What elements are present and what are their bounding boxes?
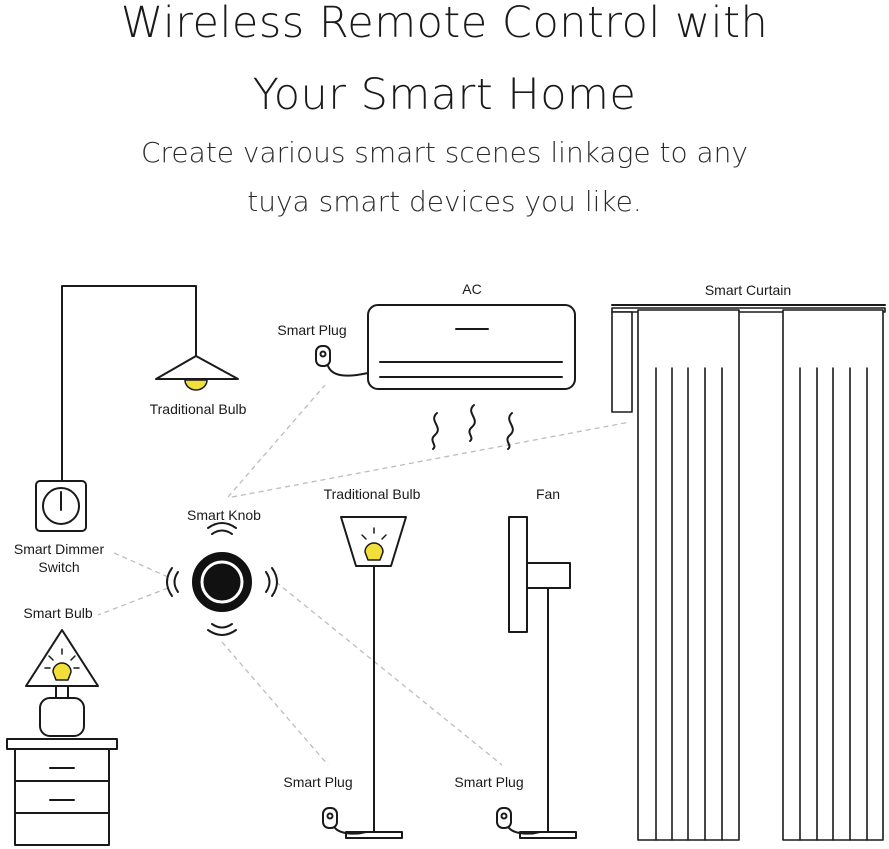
link-knob-plug-lamp — [221, 641, 329, 766]
label-smart-plug-lamp: Smart Plug — [283, 774, 353, 790]
label-traditional-bulb-pendant: Traditional Bulb — [149, 401, 247, 417]
label-smart-knob: Smart Knob — [187, 507, 261, 523]
signal-right-icon — [265, 567, 278, 597]
link-knob-dimmer — [111, 551, 169, 578]
ac-airflow-icon — [431, 412, 439, 450]
standing-fan — [496, 516, 577, 839]
page-subtitle-line-2: tuya smart devices you like. — [247, 185, 642, 218]
page-title-line-2: Your Smart Home — [252, 70, 637, 120]
page-subtitle-line-1: Create various smart scenes linkage to a… — [140, 136, 748, 169]
label-traditional-bulb-floor: Traditional Bulb — [323, 486, 421, 502]
curtain — [611, 304, 886, 841]
floor-lamp-bulb-icon — [364, 542, 384, 561]
link-knob-ac — [227, 384, 326, 498]
pendant-shade — [155, 355, 239, 380]
link-knob-bulb — [97, 587, 169, 616]
pendant-wire — [61, 285, 197, 481]
dimmer-switch-dial — [42, 487, 80, 525]
dimmer-switch-plate — [35, 480, 87, 532]
link-knob-plug-fan — [275, 581, 503, 766]
connection-lines — [97, 384, 631, 766]
label-smart-dimmer-switch-1: Smart Dimmer — [13, 541, 105, 557]
signal-left-icon — [166, 567, 179, 597]
label-ac: AC — [462, 281, 482, 297]
smart-knob-device — [166, 522, 278, 636]
pendant-bulb-icon — [184, 379, 208, 391]
table-lamp — [6, 629, 118, 846]
signal-bottom-icon — [207, 623, 237, 636]
ac-unit — [367, 304, 576, 390]
label-smart-plug-fan: Smart Plug — [454, 774, 524, 790]
floor-lamp — [322, 516, 407, 839]
label-smart-plug-ac: Smart Plug — [277, 322, 347, 338]
signal-top-icon — [207, 522, 237, 535]
smart-bulb-icon — [52, 662, 72, 681]
link-knob-curtain — [231, 421, 631, 498]
label-smart-curtain: Smart Curtain — [704, 282, 792, 298]
label-smart-dimmer-switch-2: Switch — [38, 559, 80, 575]
nightstand — [6, 738, 118, 750]
label-smart-bulb: Smart Bulb — [23, 605, 93, 621]
page-title-line-1: Wireless Remote Control with — [120, 0, 769, 48]
label-fan: Fan — [535, 486, 561, 502]
